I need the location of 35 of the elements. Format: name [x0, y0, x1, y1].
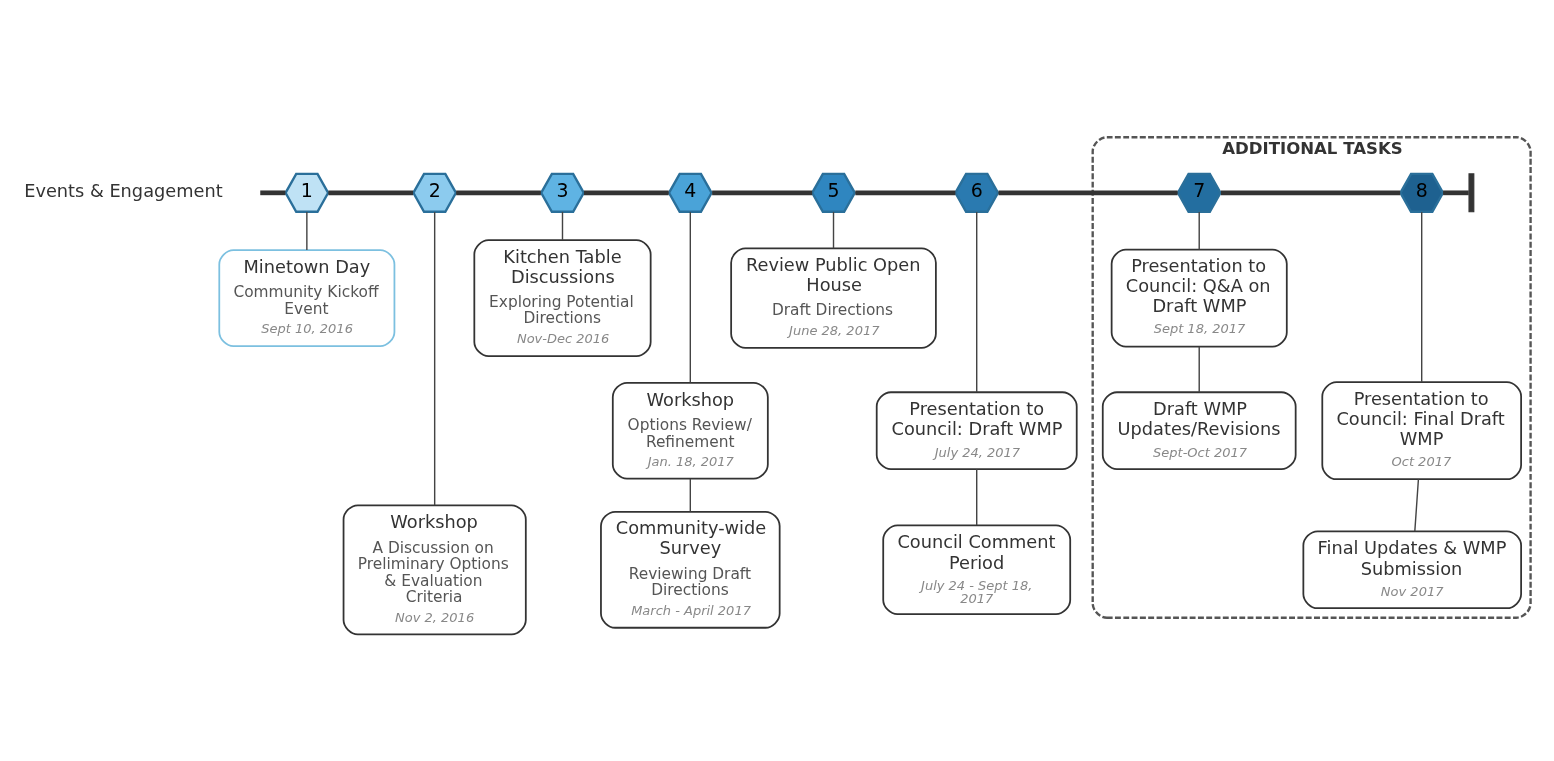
node-box: Minetown Day Community Kickoff Event Sept 10, 2016: [218, 248, 396, 347]
node-box: Final Updates & WMP Submission Nov 2017: [1302, 529, 1522, 609]
connector: [998, 189, 1178, 195]
connector: [328, 189, 414, 195]
node-box: Review Public Open House Draft Directions June 28, 2017: [730, 247, 937, 349]
connector: [712, 189, 813, 195]
node-box: Kitchen Table Discussions Exploring Potential Directions Nov-Dec 2016: [473, 238, 652, 357]
node-box: Presentation to Council: Final Draft WMP Oct 2017: [1321, 380, 1522, 480]
node-box: Presentation to Council: Q&A on Draft WMP Sept 18, 2017: [1110, 248, 1288, 348]
connector: [583, 189, 669, 195]
connector: [832, 210, 835, 249]
connector: [689, 210, 691, 383]
node-box: Draft WMP Updates/Revisions Sept-Oct 2017: [1101, 390, 1297, 470]
connector: [1198, 345, 1200, 393]
connector: [855, 189, 956, 195]
node-box: Presentation to Council: Draft WMP July 24, 2017: [875, 390, 1078, 470]
node-box: Workshop Options Review/ Refinement Jan. 18, 2017: [611, 381, 769, 480]
connector: [1443, 189, 1469, 195]
connector: [1414, 478, 1420, 532]
connector: [976, 210, 978, 393]
node-box: Workshop A Discussion on Preliminary Options & Evaluation Criteria Nov 2, 2016: [342, 503, 527, 635]
connector: [1220, 189, 1401, 195]
node-bar: [1468, 172, 1475, 212]
node-box: Council Comment Period July 24 - Sept 18, 2017: [882, 524, 1072, 615]
node-box: Community-wide Survey Reviewing Draft Directions March - April 2017: [600, 510, 781, 629]
label: Events & Engagement: [24, 180, 223, 201]
connector: [976, 468, 978, 526]
connector: [1421, 210, 1423, 383]
connector: [1198, 210, 1200, 250]
connector: [433, 210, 436, 506]
connector: [561, 210, 564, 241]
connector: [306, 210, 308, 251]
connector: [689, 477, 691, 512]
connector: [260, 189, 286, 195]
connector: [456, 189, 541, 195]
